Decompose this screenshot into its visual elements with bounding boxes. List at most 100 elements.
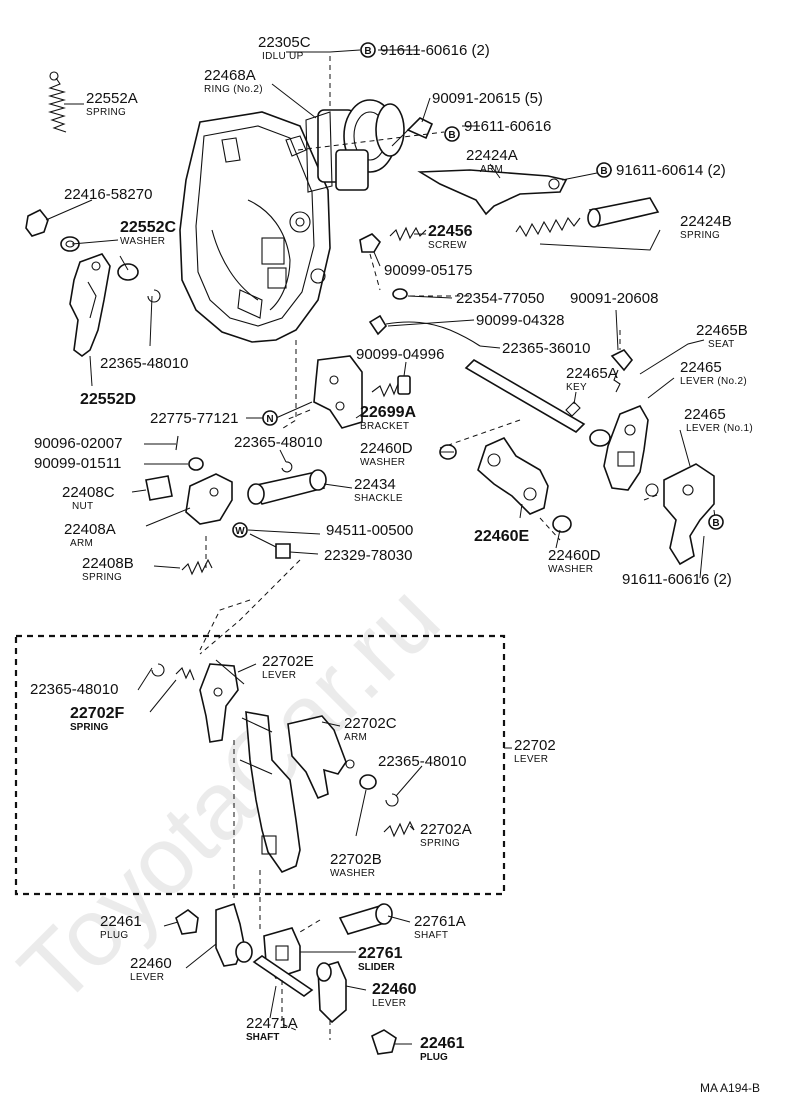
- bracket-22699a: [313, 355, 363, 429]
- svg-text:LEVER: LEVER: [130, 972, 164, 983]
- label-22552c: 22552C WASHER: [120, 219, 176, 247]
- svg-text:SHACKLE: SHACKLE: [354, 493, 403, 504]
- svg-text:W: W: [235, 526, 245, 537]
- svg-text:B: B: [448, 130, 455, 141]
- label-22365-48010-c: 22365-48010: [30, 681, 118, 698]
- lever-22460-left: [215, 902, 253, 967]
- svg-text:22408C: 22408C: [62, 484, 115, 501]
- label-22552d: 22552D: [80, 391, 136, 408]
- svg-text:KEY: KEY: [566, 382, 587, 393]
- label-91611-60616: 91611-60616: [464, 118, 551, 135]
- svg-text:LEVER: LEVER: [372, 998, 406, 1009]
- arm-22702c: [287, 715, 355, 800]
- label-90091-20608: 90091-20608: [570, 290, 658, 307]
- label-22461-top: 22461 PLUG: [100, 913, 142, 941]
- marker-b-arm: B: [596, 162, 612, 178]
- svg-text:22465B: 22465B: [696, 322, 748, 339]
- label-22702f: 22702F SPRING: [70, 705, 124, 733]
- label-22702b: 22702B WASHER: [330, 851, 382, 879]
- label-22702c: 22702C ARM: [344, 715, 397, 743]
- bolt-90091-20615: [391, 117, 434, 147]
- svg-text:RING (No.2): RING (No.2): [204, 84, 263, 95]
- svg-text:22702: 22702: [514, 737, 556, 754]
- svg-text:22434: 22434: [354, 476, 396, 493]
- label-22434: 22434 SHACKLE: [354, 476, 403, 504]
- marker-w: W: [232, 522, 248, 538]
- label-22775-77121: 22775-77121: [150, 410, 238, 427]
- label-22465-lever-no1: 22465 LEVER (No.1): [684, 406, 753, 434]
- svg-text:WASHER: WASHER: [330, 868, 375, 879]
- svg-text:WASHER: WASHER: [548, 564, 593, 575]
- shaft-rod-22465: [464, 358, 611, 447]
- lever-assembly-22702-box: [14, 634, 506, 896]
- idle-up-actuator: [305, 99, 405, 193]
- label-22416-58270: 22416-58270: [64, 186, 152, 203]
- marker-b-right: B: [708, 514, 724, 530]
- bolt-22416-58270: [25, 208, 80, 252]
- arm-22408a: [145, 435, 233, 525]
- svg-text:SCREW: SCREW: [428, 240, 467, 251]
- e-ring-22365-48010-b: [281, 461, 293, 473]
- svg-text:LEVER: LEVER: [262, 670, 296, 681]
- svg-text:SPRING: SPRING: [86, 107, 126, 118]
- label-22468a: 22468A RING (No.2): [204, 67, 263, 95]
- shaft-22761a: [338, 903, 393, 935]
- label-22761a: 22761A SHAFT: [414, 913, 466, 941]
- governor-housing: [179, 111, 331, 343]
- spring-22552a: [47, 71, 67, 133]
- screw-22456: [389, 226, 427, 242]
- label-22761: 22761 SLIDER: [358, 945, 403, 973]
- lever-22460e: [439, 436, 572, 533]
- lever-no2-22465: [603, 404, 649, 491]
- svg-text:22408A: 22408A: [64, 521, 116, 538]
- arm-22424a: [417, 169, 568, 216]
- label-22424b: 22424B SPRING: [680, 213, 732, 241]
- svg-text:22460D: 22460D: [548, 547, 601, 564]
- label-22424a: 22424A ARM: [466, 147, 518, 175]
- bolt-90091-20608: [610, 348, 634, 393]
- svg-text:LEVER: LEVER: [514, 754, 548, 765]
- lever-22702-body: [239, 711, 301, 873]
- bolt-90099-04996: [371, 375, 411, 398]
- shaft-22471a: [252, 955, 314, 997]
- label-22408b: 22408B SPRING: [82, 555, 134, 583]
- plug-22461-top: [175, 909, 199, 935]
- svg-text:SPRING: SPRING: [70, 722, 109, 733]
- link-wire-90099-04328: [368, 288, 481, 347]
- label-90096-02007: 90096-02007: [34, 435, 122, 452]
- svg-text:22702B: 22702B: [330, 851, 382, 868]
- svg-text:B: B: [600, 166, 607, 177]
- lever-no1-22465: [645, 463, 715, 566]
- washer-22702b: [359, 774, 377, 790]
- spring-22424b: [515, 197, 660, 238]
- svg-text:22460D: 22460D: [360, 440, 413, 457]
- label-90099-01511: 90099-01511: [34, 455, 121, 472]
- svg-text:BRACKET: BRACKET: [360, 421, 409, 432]
- svg-text:22761A: 22761A: [414, 913, 466, 930]
- svg-text:22465: 22465: [684, 406, 726, 423]
- svg-text:SEAT: SEAT: [708, 339, 735, 350]
- label-22329-78030: 22329-78030: [324, 547, 412, 564]
- spring-22702a: [383, 820, 415, 838]
- svg-text:22424A: 22424A: [466, 147, 518, 164]
- label-94511-00500: 94511-00500: [326, 522, 413, 539]
- e-ring-22365-48010-a: [147, 289, 161, 303]
- label-22365-48010-d: 22365-48010: [378, 753, 466, 770]
- plug-22461-bottom: [371, 1029, 397, 1055]
- svg-text:SPRING: SPRING: [82, 572, 122, 583]
- spring-22408b: [181, 558, 213, 576]
- svg-text:N: N: [266, 414, 273, 425]
- assembly-lines: [199, 56, 661, 1040]
- svg-text:22471A: 22471A: [246, 1015, 298, 1032]
- label-22465a: 22465A KEY: [566, 365, 618, 393]
- marker-b-top: B: [360, 42, 376, 58]
- svg-text:22460: 22460: [372, 981, 417, 998]
- svg-text:SPRING: SPRING: [680, 230, 720, 241]
- marker-n: N: [262, 410, 278, 426]
- svg-text:LEVER (No.2): LEVER (No.2): [680, 376, 747, 387]
- svg-text:LEVER (No.1): LEVER (No.1): [686, 423, 753, 434]
- svg-text:22465: 22465: [680, 359, 722, 376]
- svg-text:22552A: 22552A: [86, 90, 138, 107]
- washer-22552c: [117, 263, 139, 281]
